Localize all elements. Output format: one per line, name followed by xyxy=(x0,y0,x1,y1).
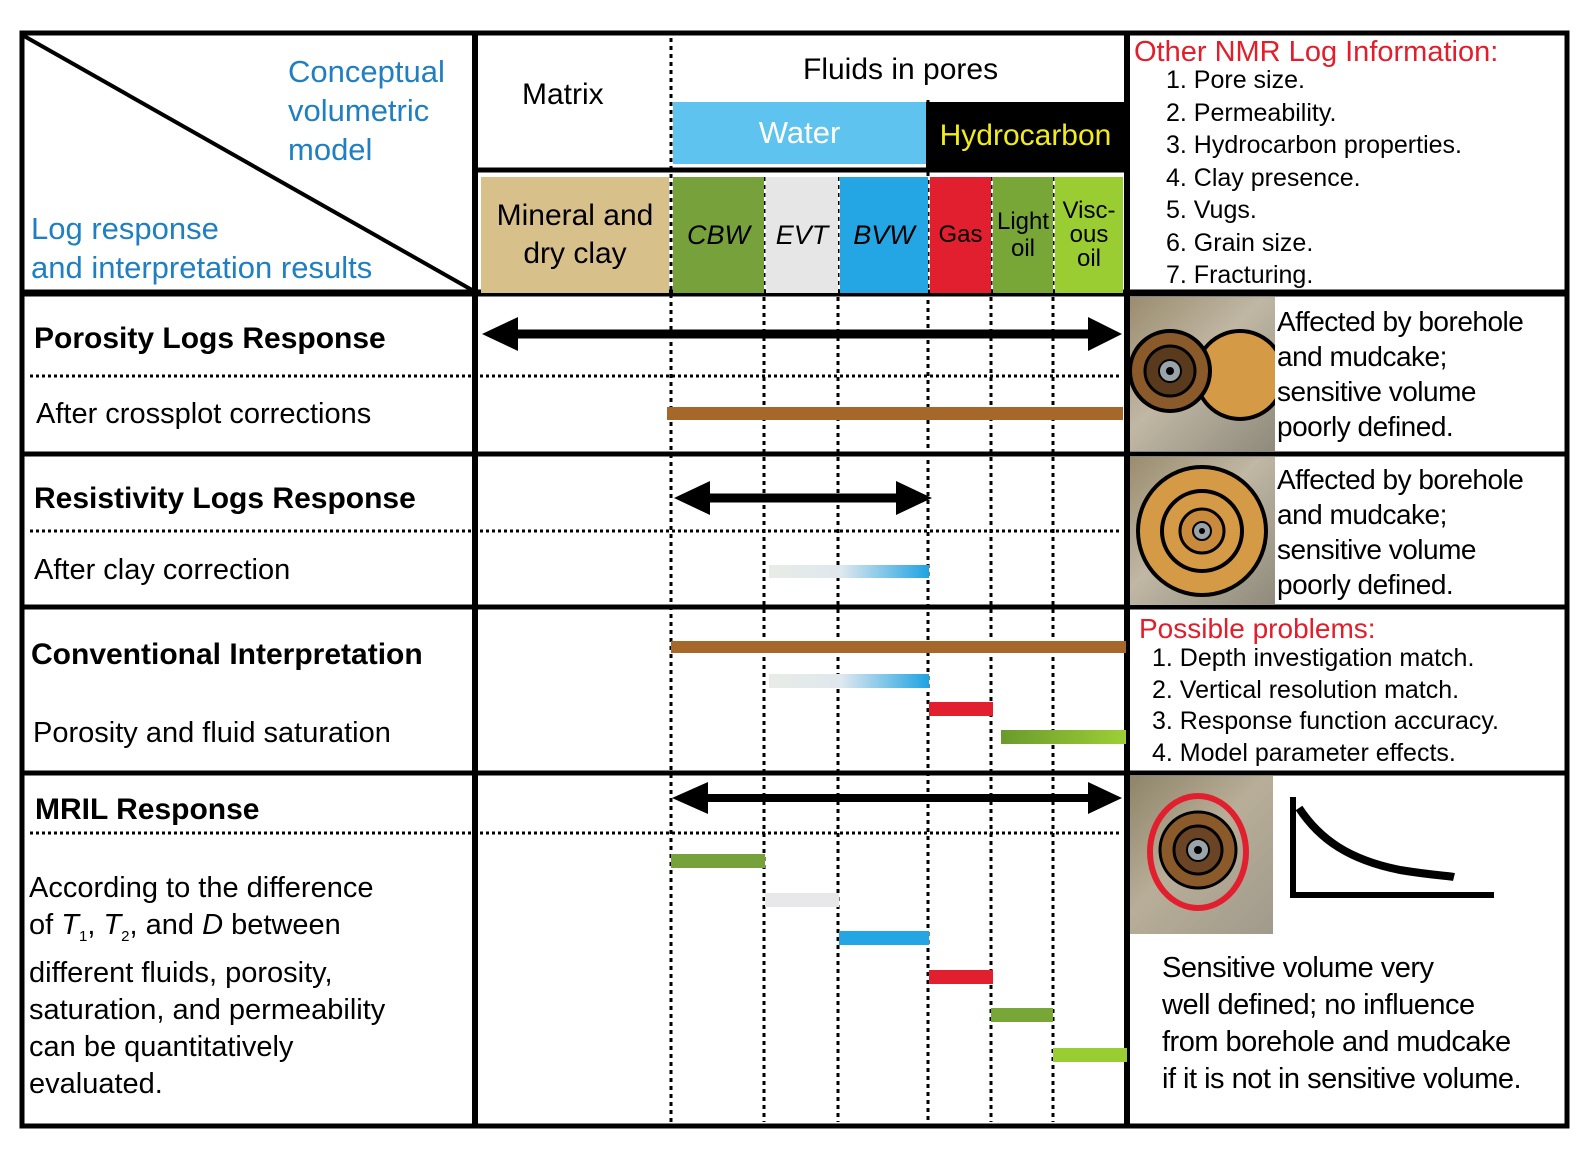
mril-line-1: According to the difference xyxy=(29,872,374,904)
fluids-in-pores-label: Fluids in pores xyxy=(803,53,999,86)
mril-note-line: from borehole and mudcake xyxy=(1162,1026,1511,1058)
light-oil-line-2: oil xyxy=(1010,235,1035,262)
conceptual-line-1: Conceptual xyxy=(288,54,445,89)
mril-cbw-bar xyxy=(671,854,765,868)
other-nmr-title: Other NMR Log Information: xyxy=(1134,36,1499,68)
resistivity-note-line: and mudcake; xyxy=(1277,499,1447,530)
mril-response-arrow xyxy=(672,782,1122,814)
mril-bvw-bar xyxy=(839,931,929,945)
porosity-row-title: Porosity Logs Response xyxy=(34,322,386,355)
viscous-oil-line-2: ous xyxy=(1069,221,1109,248)
resistivity-response-arrow xyxy=(674,481,932,515)
mril-viscous-oil-bar xyxy=(1053,1048,1127,1062)
list-item: 3. Response function accuracy. xyxy=(1152,707,1499,735)
mril-row-title: MRIL Response xyxy=(35,793,260,826)
list-item: 3. Hydrocarbon properties. xyxy=(1166,131,1462,159)
list-item: 4. Clay presence. xyxy=(1166,163,1361,192)
porosity-response-arrow xyxy=(482,317,1122,351)
bvw-box: BVW xyxy=(840,177,928,293)
mril-line-4: saturation, and permeability xyxy=(29,993,386,1026)
list-item: 7. Fracturing. xyxy=(1166,261,1314,289)
matrix-label: Matrix xyxy=(522,78,604,111)
water-band: Water xyxy=(673,102,926,164)
conventional-porosity-bar xyxy=(671,641,1126,653)
porosity-note-line: Affected by borehole xyxy=(1277,306,1524,337)
mineral-dry-clay-box: Mineral and dry clay xyxy=(481,177,669,293)
possible-problems-title: Possible problems: xyxy=(1139,613,1376,644)
resistivity-note: Affected by borehole and mudcake; sensit… xyxy=(1277,462,1524,602)
conventional-gas-bar xyxy=(929,702,993,716)
list-item: 2. Permeability. xyxy=(1166,98,1337,127)
porosity-tool-image xyxy=(1130,297,1275,451)
porosity-note-line: sensitive volume xyxy=(1277,376,1476,407)
porosity-row-subtitle: After crossplot corrections xyxy=(36,398,372,430)
conventional-row-subtitle: Porosity and fluid saturation xyxy=(33,717,391,749)
other-nmr-list: 1. Pore size. 2. Permeability. 3. Hydroc… xyxy=(1166,64,1462,292)
mineral-line-1: Mineral and xyxy=(496,199,654,232)
mril-note-line: if it is not in sensitive volume. xyxy=(1162,1063,1522,1095)
mril-note-line: well defined; no influence xyxy=(1162,989,1475,1021)
viscous-oil-line-1: Visc- xyxy=(1062,197,1116,224)
mril-line-6: evaluated. xyxy=(29,1067,163,1100)
hydrocarbon-label: Hydrocarbon xyxy=(939,119,1112,152)
evt-label: EVT xyxy=(775,219,829,250)
resistivity-row-subtitle: After clay correction xyxy=(34,554,291,586)
hydrocarbon-band: Hydrocarbon xyxy=(926,102,1125,170)
mril-line-3: different fluids, porosity, xyxy=(29,956,333,989)
mril-line-2: of T1, T2, and D between xyxy=(29,909,341,945)
possible-problems-list: 1. Depth investigation match. 2. Vertica… xyxy=(1152,643,1499,769)
resistivity-note-line: sensitive volume xyxy=(1277,534,1476,565)
conventional-row-title: Conventional Interpretation xyxy=(31,638,423,671)
porosity-note: Affected by borehole and mudcake; sensit… xyxy=(1277,304,1524,444)
list-item: 4. Model parameter effects. xyxy=(1152,738,1456,767)
resistivity-row-title: Resistivity Logs Response xyxy=(34,482,416,515)
cbw-label: CBW xyxy=(687,219,750,250)
log-response-label: Log response and interpretation results xyxy=(31,209,372,287)
mril-line-5: can be quantitatively xyxy=(29,1030,294,1063)
mril-light-oil-bar xyxy=(991,1008,1053,1022)
list-item: 6. Grain size. xyxy=(1166,228,1314,257)
light-oil-line-1: Light xyxy=(996,208,1050,235)
viscous-oil-box: Visc- ous oil xyxy=(1055,177,1123,293)
light-oil-box: Light oil xyxy=(993,177,1053,293)
conventional-oil-bar xyxy=(1001,730,1126,744)
list-item: 1. Pore size. xyxy=(1166,66,1305,94)
conceptual-line-3: model xyxy=(288,132,373,167)
bvw-label: BVW xyxy=(853,219,915,250)
mril-description: According to the difference of T1, T2, a… xyxy=(29,870,385,1103)
conventional-water-bar xyxy=(769,674,929,688)
mril-note: Sensitive volume very well defined; no i… xyxy=(1162,950,1522,1098)
porosity-corrected-bar xyxy=(667,407,1123,420)
list-item: 5. Vugs. xyxy=(1166,196,1257,224)
log-response-line-1: Log response xyxy=(31,211,219,246)
list-item: 1. Depth investigation match. xyxy=(1152,644,1475,672)
mril-gas-bar xyxy=(929,970,993,984)
log-response-line-2: and interpretation results xyxy=(31,250,373,285)
list-item: 2. Vertical resolution match. xyxy=(1152,675,1460,704)
viscous-oil-line-3: oil xyxy=(1076,245,1101,272)
porosity-note-line: poorly defined. xyxy=(1277,411,1454,442)
gas-box: Gas xyxy=(930,177,991,293)
mril-evt-bar xyxy=(765,893,839,907)
t2-decay-curve xyxy=(1290,797,1494,898)
mril-note-line: Sensitive volume very xyxy=(1162,952,1434,984)
gas-label: Gas xyxy=(938,221,983,248)
resistivity-clay-corrected-bar xyxy=(769,565,929,578)
evt-box: EVT xyxy=(766,177,838,293)
resistivity-note-line: Affected by borehole xyxy=(1277,464,1524,495)
cbw-box: CBW xyxy=(673,177,764,293)
mineral-line-2: dry clay xyxy=(523,237,627,270)
resistivity-note-line: poorly defined. xyxy=(1277,569,1454,600)
porosity-note-line: and mudcake; xyxy=(1277,341,1447,372)
conceptual-line-2: volumetric xyxy=(288,93,430,128)
mril-tool-image xyxy=(1130,776,1273,934)
conceptual-model-label: Conceptual volumetric model xyxy=(288,52,445,169)
resistivity-tool-image xyxy=(1130,457,1275,605)
water-label: Water xyxy=(758,115,841,150)
